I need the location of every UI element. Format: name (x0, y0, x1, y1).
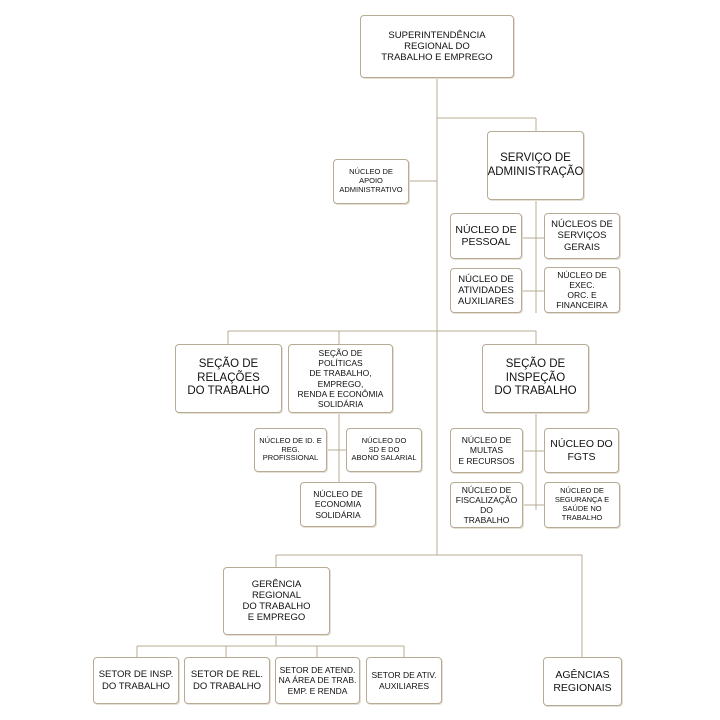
node-nucleo-id-reg-profissional: NÚCLEO DE ID. E REG. PROFISSIONAL (254, 428, 327, 472)
node-setor-ativ-auxiliares: SETOR DE ATIV. AUXILIARES (366, 657, 442, 704)
node-nucleo-exec-orc-financeira: NÚCLEO DE EXEC. ORC. E FINANCEIRA (544, 267, 620, 313)
node-nucleo-atividades-auxiliares: NÚCLEO DE ATIVIDADES AUXILIARES (450, 268, 522, 313)
node-nucleo-fgts: NÚCLEO DO FGTS (544, 428, 619, 473)
node-nucleo-pessoal: NÚCLEO DE PESSOAL (450, 213, 522, 259)
node-nucleos-servicos-gerais: NÚCLEOS DE SERVIÇOS GERAIS (544, 213, 620, 259)
node-setor-atend-area-trabalho: SETOR DE ATEND. NA ÁREA DE TRAB. EMP. E … (275, 657, 360, 704)
node-nucleo-sd-abono-salarial: NÚCLEO DO SD E DO ABONO SALARIAL (346, 428, 422, 472)
node-secao-politicas: SEÇÃO DE POLÍTICAS DE TRABALHO, EMPREGO,… (288, 344, 393, 413)
node-servico-administracao: SERVIÇO DE ADMINISTRAÇÃO (487, 131, 584, 200)
node-nucleo-fiscalizacao-trabalho: NÚCLEO DE FISCALIZAÇÃO DO TRABALHO (450, 482, 523, 528)
node-superintendencia: SUPERINTENDÊNCIA REGIONAL DO TRABALHO E … (360, 15, 514, 78)
node-agencias-regionais: AGÊNCIAS REGIONAIS (543, 657, 622, 706)
node-gerencia-regional: GERÊNCIA REGIONAL DO TRABALHO E EMPREGO (223, 567, 330, 635)
node-nucleo-apoio-administrativo: NÚCLEO DE APOIO ADMINISTRATIVO (333, 159, 409, 204)
node-secao-inspecao-trabalho: SEÇÃO DE INSPEÇÃO DO TRABALHO (482, 344, 589, 413)
node-nucleo-economia-solidaria: NÚCLEO DE ECONOMIA SOLIDÁRIA (300, 482, 376, 527)
node-nucleo-multas-recursos: NÚCLEO DE MULTAS E RECURSOS (450, 428, 523, 473)
node-setor-insp-trabalho: SETOR DE INSP. DO TRABALHO (93, 657, 179, 704)
node-nucleo-seguranca-saude: NÚCLEO DE SEGURANÇA E SAÚDE NO TRABALHO (544, 482, 620, 528)
node-setor-rel-trabalho: SETOR DE REL. DO TRABALHO (184, 657, 270, 704)
node-secao-relacoes-trabalho: SEÇÃO DE RELAÇÕES DO TRABALHO (175, 344, 282, 413)
